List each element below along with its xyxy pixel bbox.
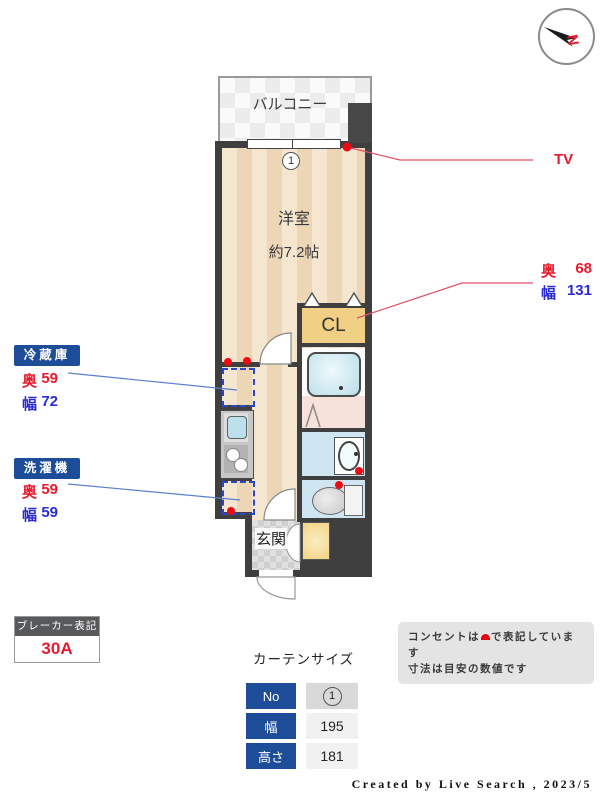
width-label: 幅 bbox=[541, 285, 557, 302]
washer-space-outline bbox=[222, 481, 255, 515]
closet-label: CL bbox=[321, 314, 346, 336]
wall bbox=[218, 477, 252, 481]
balcony-pillar bbox=[348, 103, 372, 143]
curtain-row-width-value: 195 bbox=[306, 713, 358, 739]
wall bbox=[365, 141, 372, 577]
entrance-label: 玄関 bbox=[255, 528, 288, 549]
wall bbox=[218, 405, 252, 410]
depth-value: 68 bbox=[575, 260, 592, 277]
curtain-row-height-value: 181 bbox=[306, 743, 358, 769]
wall bbox=[245, 570, 259, 577]
curtain-row-width-label: 幅 bbox=[246, 713, 296, 739]
width-value: 72 bbox=[41, 393, 58, 410]
width-label: 幅 bbox=[22, 507, 38, 524]
legend-line1-before: コンセントは bbox=[408, 631, 480, 643]
compass-north-letter: N bbox=[563, 33, 582, 47]
bathtub-drain bbox=[339, 386, 343, 390]
width-value: 59 bbox=[41, 504, 58, 521]
wall bbox=[245, 512, 252, 577]
curtain-row-height-label: 高さ bbox=[246, 743, 296, 769]
closet-depth-row: 奥 68 bbox=[541, 260, 592, 281]
toilet-bowl bbox=[312, 487, 348, 515]
room-name: 洋室 bbox=[277, 211, 310, 228]
corridor-floor bbox=[252, 362, 297, 520]
breaker-title: ブレーカー表記 bbox=[15, 617, 99, 636]
window bbox=[247, 139, 341, 149]
wall bbox=[288, 362, 300, 367]
compass: N bbox=[538, 8, 595, 65]
wall bbox=[215, 512, 252, 519]
curtain-row-no-label: No bbox=[246, 683, 296, 709]
width-label: 幅 bbox=[22, 396, 38, 413]
legend-line2: 寸法は目安の数値です bbox=[408, 663, 528, 675]
toilet-tank bbox=[344, 485, 363, 516]
window-number-badge: 1 bbox=[282, 152, 300, 170]
wall bbox=[215, 141, 248, 148]
tv-outlet-label: TV bbox=[554, 151, 574, 168]
shoe-cabinet bbox=[302, 522, 330, 560]
wall bbox=[297, 476, 372, 480]
wall bbox=[339, 141, 372, 148]
washer-depth-row: 奥 59 bbox=[22, 481, 58, 502]
breaker-value: 30A bbox=[41, 639, 73, 658]
wall bbox=[222, 362, 260, 367]
washer-width-row: 幅 59 bbox=[22, 504, 58, 525]
washer-badge: 洗濯機 bbox=[14, 458, 80, 479]
credit-text: Created by Live Search , 2023/5 bbox=[351, 777, 592, 791]
kitchen-sink bbox=[227, 416, 247, 439]
breaker-box: ブレーカー表記 30A bbox=[14, 616, 100, 663]
fridge-space-outline bbox=[222, 368, 255, 407]
fridge-leader-line bbox=[67, 372, 238, 391]
stove-burner bbox=[234, 458, 248, 472]
wall bbox=[297, 428, 372, 432]
wall bbox=[215, 141, 222, 519]
balcony-label: バルコニー bbox=[252, 96, 328, 113]
room-size: 約7.2帖 bbox=[268, 244, 320, 261]
washbasin-faucet bbox=[354, 452, 358, 456]
closet-width-row: 幅 131 bbox=[541, 282, 592, 303]
depth-value: 59 bbox=[41, 481, 58, 498]
outlet-icon bbox=[481, 634, 490, 640]
bathtub bbox=[307, 352, 361, 397]
fridge-depth-row: 奥 59 bbox=[22, 370, 58, 391]
wall bbox=[297, 343, 372, 347]
width-value: 131 bbox=[566, 282, 592, 299]
fridge-badge: 冷蔵庫 bbox=[14, 345, 80, 366]
wall bbox=[297, 303, 302, 522]
depth-value: 59 bbox=[41, 370, 58, 387]
closet-leader-line bbox=[356, 282, 533, 319]
closet-area: CL bbox=[302, 308, 365, 343]
window-divider bbox=[292, 139, 293, 148]
fridge-width-row: 幅 72 bbox=[22, 393, 58, 414]
curtain-size-title: カーテンサイズ bbox=[253, 652, 355, 667]
washbasin-bowl bbox=[338, 441, 360, 471]
entrance-door-swing bbox=[256, 576, 296, 600]
depth-label: 奥 bbox=[541, 263, 557, 280]
curtain-row-no-value: 1 bbox=[306, 683, 358, 709]
tv-leader-line bbox=[350, 147, 533, 161]
legend-note: コンセントはで表記しています 寸法は目安の数値です bbox=[398, 622, 594, 684]
bath-anteroom-floor bbox=[302, 396, 365, 428]
wall bbox=[297, 303, 372, 308]
legend-line1-after: で表記しています bbox=[408, 631, 575, 659]
curtain-no-circled: 1 bbox=[322, 686, 342, 706]
depth-label: 奥 bbox=[22, 373, 38, 390]
depth-label: 奥 bbox=[22, 484, 38, 501]
compass-needle-icon: N bbox=[544, 27, 582, 47]
legend-line1: コンセントはで表記しています bbox=[408, 629, 584, 661]
